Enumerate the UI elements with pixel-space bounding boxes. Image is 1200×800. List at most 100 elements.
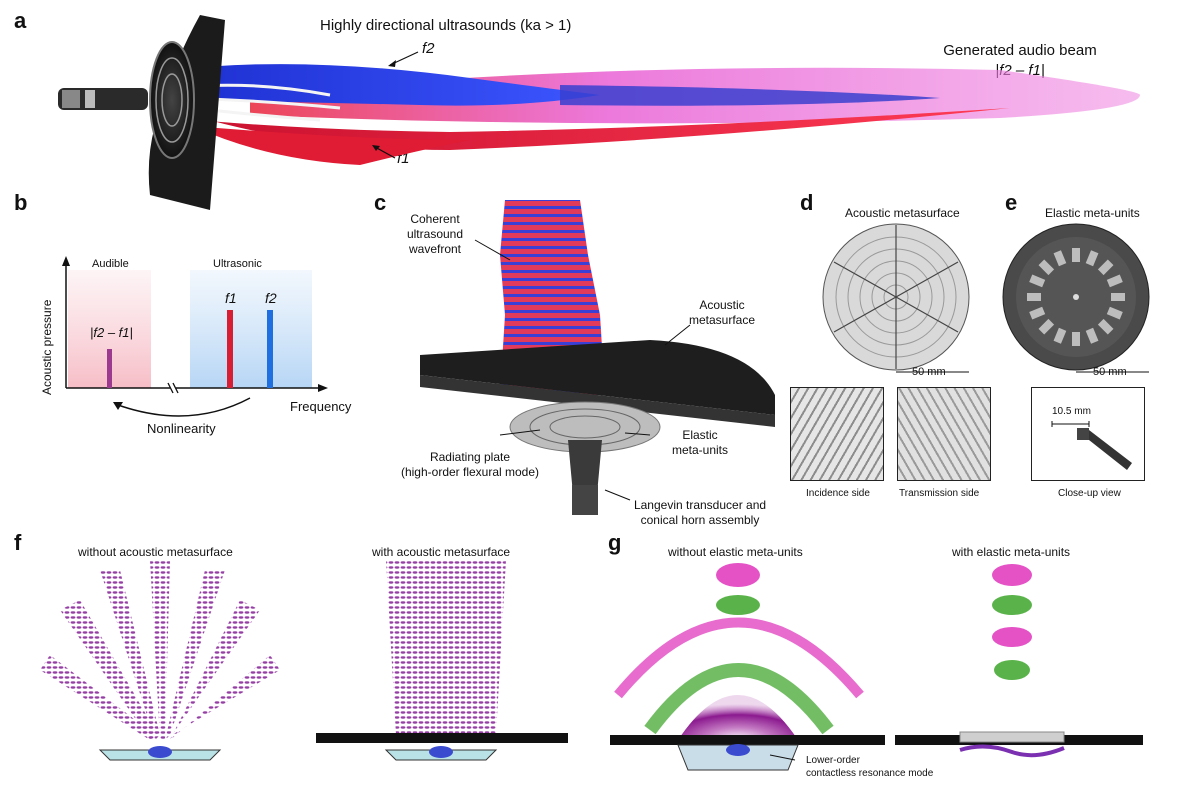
plate-line-1: Radiating plate: [429, 450, 511, 464]
panel-f-right-title: with acoustic metasurface: [372, 545, 511, 559]
y-axis-label: Acoustic pressure: [40, 299, 54, 395]
elastic-meta-unit: [1053, 250, 1067, 267]
audible-label: Audible: [92, 258, 129, 270]
red-beam-lower-2: [180, 120, 470, 165]
elastic-meta-unit: [1072, 248, 1080, 262]
panel-f-left-title: without acoustic metasurface: [78, 545, 233, 559]
metasurface-line-2: metasurface: [688, 313, 756, 327]
g-lobe-green-1: [716, 595, 760, 615]
metasurface-bar-f: [316, 733, 568, 743]
elastic-label-c: Elastic meta-units: [660, 428, 740, 458]
g-right-lobe-pink-1: [992, 564, 1032, 586]
closeup-label: Close-up view: [1058, 488, 1121, 499]
closeup-scale: 10.5 mm: [1052, 406, 1091, 417]
nonlinearity-arrow: [117, 397, 251, 417]
panel-f-label: f: [14, 530, 22, 555]
panel-e-photo: [1002, 223, 1150, 373]
metasurface-bar-g-left: [610, 735, 885, 745]
wavefront-line-1: Coherent: [410, 212, 460, 226]
incidence-photo: [790, 387, 884, 481]
panel-d-title: Acoustic metasurface: [845, 206, 960, 220]
g-right-lobe-pink-2: [992, 627, 1032, 647]
panel-g-left-title: without elastic meta-units: [668, 545, 803, 559]
blue-beam-inner: [560, 85, 940, 106]
panel-a-title-text: Highly directional ultrasounds (ka > 1): [320, 17, 572, 34]
nonlinearity-label: Nonlinearity: [147, 421, 216, 436]
blue-beam-upper: [175, 64, 600, 106]
g-dome-purple: [678, 695, 798, 740]
mode-line-1: Lower-order: [806, 755, 860, 766]
transmission-photo: [897, 387, 991, 481]
elastic-meta-unit: [1085, 327, 1099, 344]
x-axis-label: Frequency: [290, 399, 352, 414]
panel-a-label: a: [14, 8, 27, 33]
panel-a-beam-title: Generated audio beam: [943, 42, 1097, 59]
elastic-meta-unit: [1038, 318, 1055, 335]
closeup-box: 10.5 mm: [1031, 387, 1145, 481]
elastic-line-1: Elastic: [682, 428, 718, 442]
plate-line-2: (high-order flexural mode): [400, 465, 540, 479]
g-arc-green: [644, 663, 834, 735]
closeup-drawing: [1051, 421, 1132, 470]
panel-d-label: d: [800, 190, 814, 215]
diff-label: |f2 – f1|: [90, 325, 133, 340]
mode-label: Lower-order contactless resonance mode: [806, 754, 933, 780]
elastic-meta-unit: [1106, 274, 1123, 288]
panel-e-label: e: [1005, 190, 1018, 215]
panel-a-title: Highly directional ultrasounds (ka > 1): [320, 17, 571, 34]
panel-a-f2-label: f2: [422, 40, 435, 57]
g-right-lobe-green-2: [994, 660, 1030, 680]
wavefront-line-3: wavefront: [408, 242, 462, 256]
elastic-meta-unit: [1053, 327, 1067, 344]
wavefront-line-2: ultrasound: [406, 227, 464, 241]
panel-c-label: c: [374, 190, 387, 215]
f1-arrow: [374, 146, 396, 159]
transducer-line-1: Langevin transducer and: [633, 498, 767, 512]
ultrasonic-band: [190, 270, 312, 388]
panel-g-right-field: [895, 564, 1143, 758]
elastic-meta-unit: [1106, 306, 1123, 320]
panel-g-right-title: with elastic meta-units: [952, 545, 1071, 559]
panel-d-photo: [822, 223, 970, 373]
transducer: [58, 88, 148, 110]
mode-line-2: contactless resonance mode: [806, 768, 934, 779]
panel-g-left-field: [610, 563, 885, 771]
elastic-meta-unit: [1029, 306, 1046, 320]
elastic-line-2: meta-units: [671, 443, 729, 457]
transducer-line-2: conical horn assembly: [640, 513, 760, 527]
plate-label: Radiating plate (high-order flexural mod…: [380, 450, 560, 480]
metasurface-line-1: Acoustic: [699, 298, 745, 312]
panel-d-scale: 50 mm: [912, 366, 946, 378]
metasurface-plate: [420, 340, 775, 415]
panel-g-label: g: [608, 530, 622, 555]
elastic-meta-unit: [1085, 250, 1099, 267]
elastic-meta-unit: [1038, 259, 1055, 276]
panel-e-scale: 50 mm: [1093, 366, 1127, 378]
panel-f-right-field: [316, 560, 568, 761]
g-right-lobe-green-1: [992, 595, 1032, 615]
ultrasonic-label: Ultrasonic: [213, 258, 262, 270]
elastic-meta-unit: [1097, 259, 1114, 276]
panel-f-left-field: [40, 560, 280, 761]
f2-label: f2: [265, 290, 277, 306]
elastic-meta-unit: [1072, 332, 1080, 346]
elastic-meta-unit: [1027, 293, 1041, 301]
elastic-meta-unit: [1097, 318, 1114, 335]
f1-line: [227, 310, 233, 388]
diff-line: [107, 349, 112, 388]
g-arc-pink: [614, 617, 864, 699]
metasurface-label-c: Acoustic metasurface: [672, 298, 772, 328]
f1-label: f1: [225, 290, 237, 306]
panel-e-title: Elastic meta-units: [1045, 206, 1140, 220]
panel-b-label: b: [14, 190, 28, 215]
panel-c-illustration: [420, 200, 775, 515]
g-lobe-pink-1: [716, 563, 760, 587]
f2-line: [267, 310, 273, 388]
transmission-label: Transmission side: [899, 488, 980, 499]
transducer-label: Langevin transducer and conical horn ass…: [620, 498, 780, 528]
wavefront-label: Coherent ultrasound wavefront: [380, 212, 490, 257]
incidence-label: Incidence side: [806, 488, 870, 499]
elastic-meta-unit: [1111, 293, 1125, 301]
elastic-meta-unit: [1029, 274, 1046, 288]
panel-b-diagram: [62, 256, 328, 417]
